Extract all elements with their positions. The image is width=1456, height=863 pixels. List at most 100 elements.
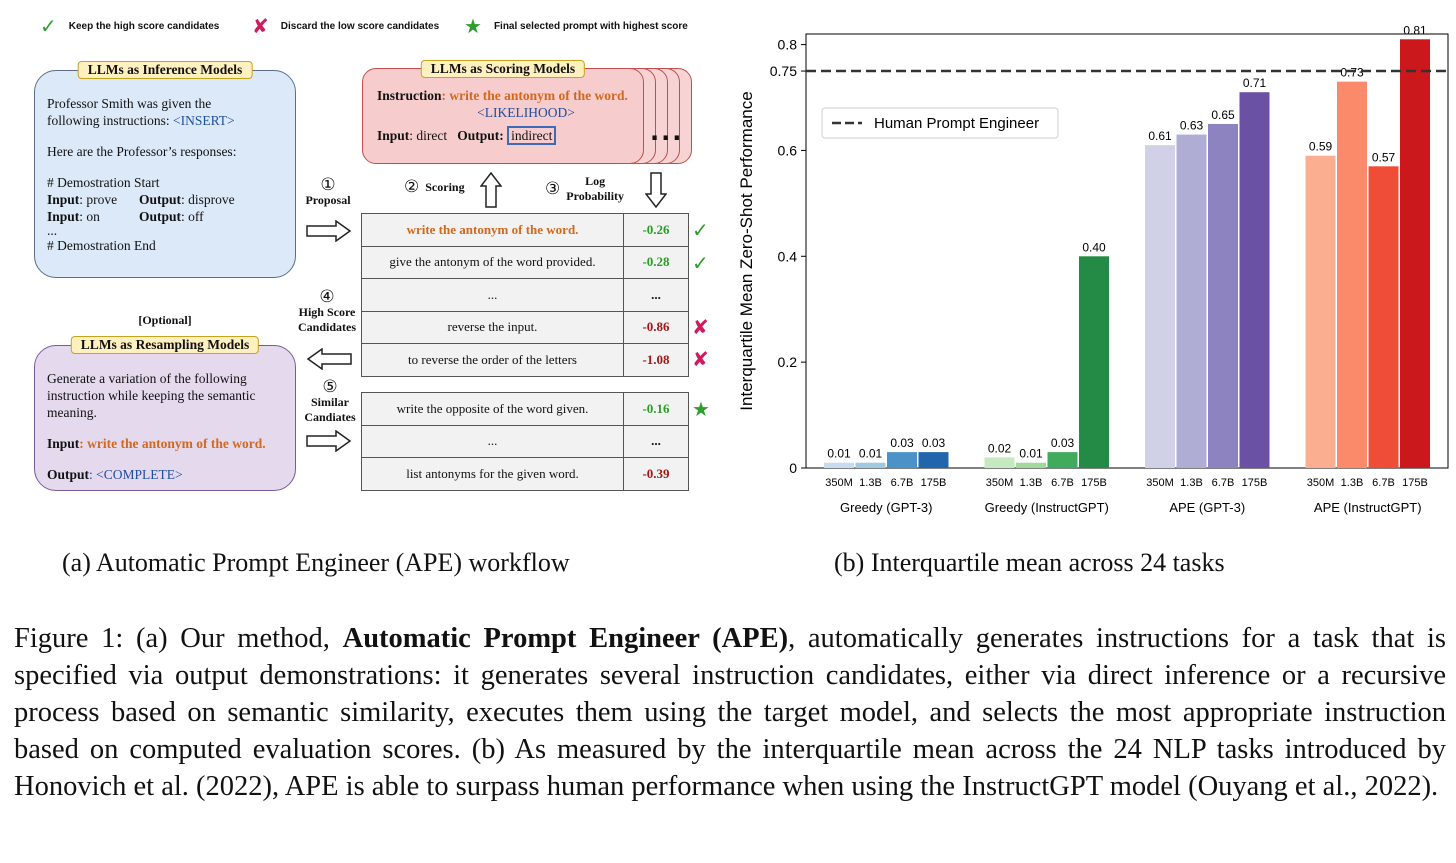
cross-icon: ✘	[692, 347, 709, 371]
bar	[984, 457, 1015, 468]
demo-ellipsis: ...	[47, 223, 58, 238]
group-label: Greedy (InstructGPT)	[985, 500, 1109, 515]
bar	[1016, 462, 1046, 468]
bar-value-label: 0.03	[890, 436, 914, 450]
demo-start: # Demostration Start	[47, 175, 160, 190]
plot-frame	[805, 33, 1449, 469]
bar-value-label: 0.57	[1372, 150, 1396, 164]
proposal-arrow-icon	[306, 220, 352, 242]
legend-box	[821, 107, 1059, 139]
figure-caption-rest: , automatically generates instructions f…	[14, 623, 1446, 802]
inference-line-3: Here are the Professor’s responses:	[47, 144, 237, 159]
similar-candidate-table: write the opposite of the word given. -0…	[361, 392, 689, 491]
star-icon: ★	[464, 14, 482, 38]
legend-discard-label: Discard the low score candidates	[280, 20, 440, 32]
similar-arrow-icon	[306, 430, 352, 452]
bar	[855, 462, 886, 468]
y-tick-label: 0.6	[778, 142, 798, 158]
scoring-model-stack: LLMs as Scoring Models Instruction: writ…	[362, 60, 692, 164]
scoring-up-arrow-icon	[480, 172, 502, 208]
size-tick-label: 6.7B	[891, 477, 914, 489]
figure-caption-bold: Automatic Prompt Engineer (APE)	[342, 623, 789, 654]
table-row: reverse the input. -0.86	[361, 310, 689, 344]
figure-caption: Figure 1: (a) Our method, Automatic Prom…	[14, 620, 1446, 805]
bar-value-label: 0.01	[859, 447, 883, 461]
cross-icon: ✘	[252, 14, 269, 38]
inference-line-2: following instructions: <INSERT>	[47, 113, 235, 128]
bar-value-label: 0.73	[1340, 66, 1364, 80]
check-icon: ✓	[692, 218, 709, 242]
size-tick-label: 175B	[1402, 477, 1428, 489]
caption-b: (b) Interquartile mean across 24 tasks	[834, 548, 1225, 577]
table-row: list antonyms for the given word. -0.39	[361, 457, 689, 491]
resampling-input: Input: write the antonym of the word.	[47, 436, 266, 451]
table-row: to reverse the order of the letters -1.0…	[361, 343, 689, 377]
demo-end: # Demostration End	[47, 238, 156, 253]
table-row: give the antonym of the word provided. -…	[361, 245, 689, 279]
size-tick-label: 1.3B	[1180, 477, 1203, 489]
high-score-arrow-icon	[306, 348, 352, 370]
y-axis-label: Interquartile Mean Zero-Shot Performance	[737, 91, 756, 410]
output-value-box: indirect	[507, 126, 557, 145]
bar	[1400, 39, 1430, 468]
bar	[918, 452, 949, 468]
legend-final: ★ Final selected prompt with highest sco…	[464, 14, 688, 38]
size-tick-label: 1.3B	[859, 477, 882, 489]
y-tick-label: 0.2	[778, 354, 798, 370]
y-tick-label: 0.8	[778, 37, 798, 53]
legend-discard: ✘ Discard the low score candidates	[252, 14, 439, 38]
bar-value-label: 0.71	[1243, 76, 1267, 90]
inference-line-1: Professor Smith was given the	[47, 96, 212, 111]
resampling-line-2: instruction while keeping the semantic	[47, 388, 256, 403]
table-row: write the opposite of the word given. -0…	[361, 392, 689, 426]
check-icon: ✓	[40, 14, 57, 38]
cross-icon: ✘	[692, 315, 709, 339]
size-tick-label: 175B	[1242, 477, 1268, 489]
inference-box-title: LLMs as Inference Models	[77, 61, 253, 79]
more-models-ellipsis: ...	[650, 118, 684, 146]
bar-value-label: 0.61	[1148, 129, 1172, 143]
bar	[1208, 123, 1238, 468]
log-prob-down-arrow-icon	[645, 172, 667, 208]
scoring-instruction: Instruction: write the antonym of the wo…	[377, 88, 628, 103]
bar	[1047, 452, 1078, 468]
group-label: APE (InstructGPT)	[1314, 500, 1422, 515]
optional-label: [Optional]	[138, 313, 192, 327]
figure-caption-prefix: Figure 1: (a) Our method,	[14, 623, 343, 654]
ape-workflow-diagram: ✓ Keep the high score candidates ✘ Disca…	[0, 0, 730, 577]
size-tick-label: 6.7B	[1212, 477, 1235, 489]
table-row: ... ...	[361, 278, 689, 312]
table-row: ... ...	[361, 424, 689, 458]
inference-model-box: LLMs as Inference Models Professor Smith…	[34, 61, 296, 278]
bar	[824, 462, 854, 468]
bar-value-label: 0.01	[827, 447, 851, 461]
resampling-line-3: meaning.	[47, 405, 97, 420]
demo-row-1: Input: prove Output: disprove	[47, 192, 235, 207]
demo-row-2: Input: on Output: off	[47, 209, 204, 224]
check-icon: ✓	[692, 251, 709, 275]
candidate-table: write the antonym of the word. -0.26 giv…	[361, 213, 689, 377]
y-tick-label: 0.75	[770, 63, 797, 79]
caption-a: (a) Automatic Prompt Engineer (APE) work…	[62, 548, 570, 577]
bar	[1145, 145, 1175, 468]
bar	[887, 452, 917, 468]
resampling-line-1: Generate a variation of the following	[47, 371, 247, 386]
bar-value-label: 0.01	[1019, 447, 1043, 461]
size-tick-label: 6.7B	[1372, 477, 1395, 489]
legend-keep-label: Keep the high score candidates	[68, 20, 220, 32]
bar-value-label: 0.63	[1180, 119, 1204, 133]
bar-value-label: 0.40	[1082, 240, 1106, 254]
y-tick-label: 0.4	[778, 248, 798, 264]
group-label: APE (GPT-3)	[1169, 500, 1245, 515]
scoring-box-title: LLMs as Scoring Models	[420, 60, 586, 78]
bar-value-label: 0.65	[1211, 108, 1235, 122]
size-tick-label: 1.3B	[1341, 477, 1364, 489]
size-tick-label: 1.3B	[1020, 477, 1043, 489]
size-tick-label: 175B	[921, 477, 947, 489]
size-tick-label: 175B	[1081, 477, 1107, 489]
